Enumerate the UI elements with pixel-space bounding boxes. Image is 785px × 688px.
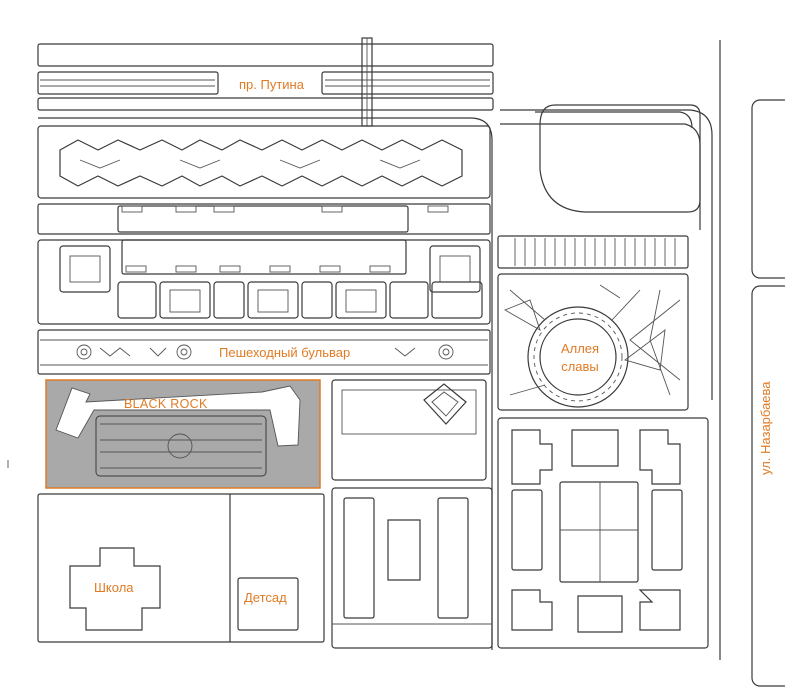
lower-middle-blocks <box>331 487 493 649</box>
black-rock-plot <box>45 379 321 489</box>
top-right-block <box>539 104 701 213</box>
school-area <box>37 493 325 643</box>
avenue-road <box>37 37 494 127</box>
lower-right-blocks <box>497 417 709 649</box>
block-row-upper <box>37 203 491 235</box>
right-street-strip-2 <box>751 285 785 687</box>
memorial-park <box>497 235 689 411</box>
avenue-label: пр. Путина <box>239 77 305 92</box>
alley-label-line2: славы <box>561 359 599 374</box>
boulevard <box>37 329 491 375</box>
kindergarten-label: Детсад <box>244 590 287 605</box>
school-label: Школа <box>94 580 134 595</box>
alley-label-line1: Аллея <box>561 341 599 356</box>
crescent-buildings <box>37 125 491 199</box>
boulevard-label: Пешеходный бульвар <box>219 345 350 360</box>
right-street-strip-1 <box>751 99 785 279</box>
courtyard-blocks <box>37 239 491 325</box>
ring-road <box>38 40 721 660</box>
street-label: ул. Назарбаева <box>758 381 773 475</box>
black-rock-label: BLACK ROCK <box>124 397 208 411</box>
pavilion-block <box>331 379 487 481</box>
